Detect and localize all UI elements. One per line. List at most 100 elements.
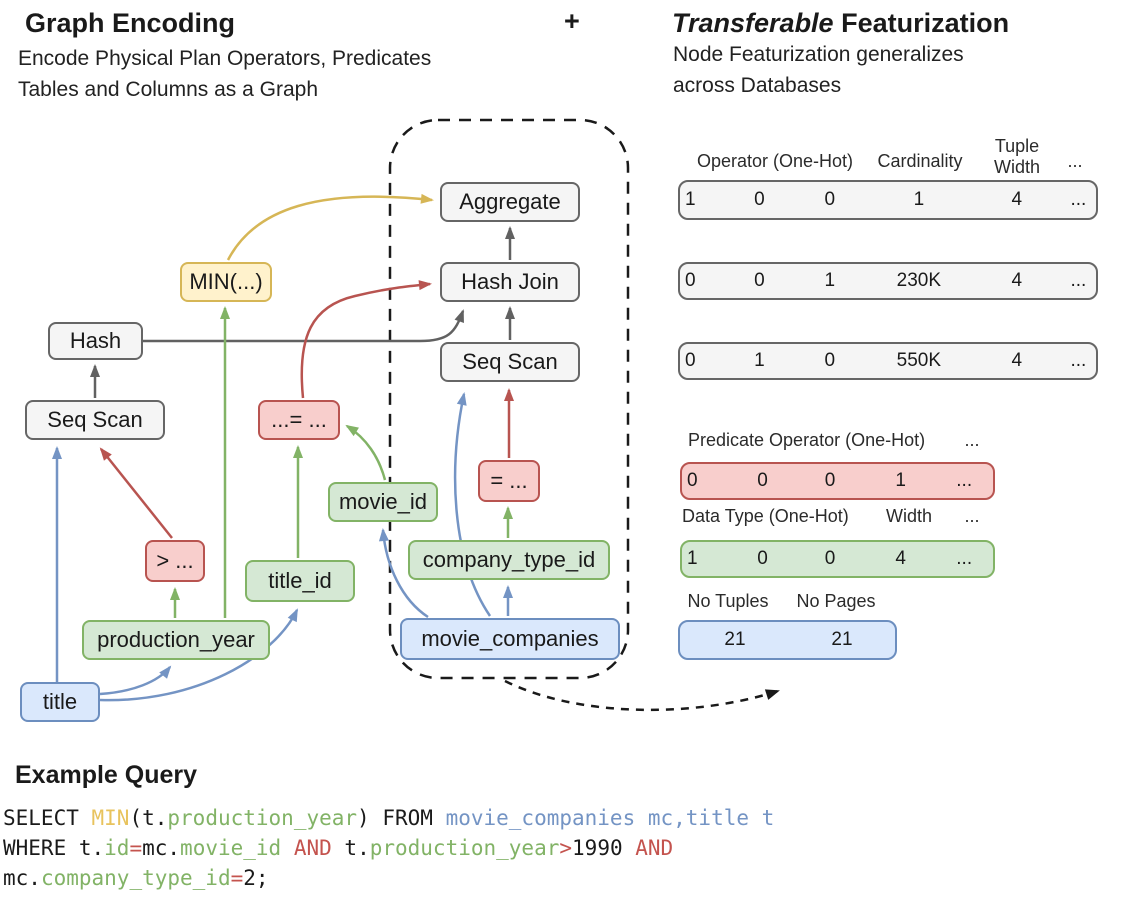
cell: 1	[685, 189, 696, 210]
cell: 230K	[896, 270, 942, 291]
datatype-feature-row: 1 0 0 4 ...	[680, 540, 995, 578]
cardinality-header: Cardinality	[877, 151, 963, 171]
cell: 4	[1011, 270, 1023, 291]
sql-token: mc.	[3, 866, 41, 890]
operator-header: Operator (One-Hot)	[696, 151, 854, 171]
cell: 1	[895, 470, 906, 491]
dashed-arrow-to-features	[504, 679, 780, 712]
node-eq-predicate: = ...	[478, 460, 540, 502]
operator-feature-row-aggregate: 1 0 0 1 4 ...	[678, 180, 1098, 220]
left-title: Graph Encoding	[25, 8, 236, 38]
operator-feature-row-hashjoin: 0 0 1 230K 4 ...	[678, 262, 1098, 300]
edge-title-prodyear	[99, 665, 172, 696]
sql-token: )	[357, 806, 383, 830]
no-tuples-header: No Tuples	[687, 591, 769, 611]
cell: ...	[1070, 270, 1087, 291]
predicate-header: Predicate Operator (One-Hot)	[688, 430, 926, 450]
sql-token: company_type_id	[40, 866, 231, 890]
sql-token: AND	[281, 836, 345, 860]
node-column-title-id: title_id	[245, 560, 355, 602]
sql-token: WHERE t.	[3, 836, 105, 860]
sql-token: 1990	[572, 836, 623, 860]
sql-token: MIN	[91, 806, 130, 830]
datatype-width-header: Width	[885, 506, 932, 526]
datatype-header: Data Type (One-Hot)	[682, 506, 849, 526]
cell: 0	[824, 189, 836, 210]
no-pages-header: No Pages	[796, 591, 876, 611]
sql-line-2: WHERE t.id=mc.movie_id AND t.production_…	[3, 833, 673, 863]
right-subtitle-line2: across Databases	[673, 74, 842, 97]
node-join-predicate: ...= ...	[258, 400, 340, 440]
sql-token: 2;	[243, 866, 269, 890]
cell: 0	[754, 189, 765, 210]
sql-token: movie_companies mc,title t	[445, 806, 775, 830]
sql-token: SELECT	[3, 806, 92, 830]
cell: ...	[1070, 350, 1087, 371]
datatype-header-ellipsis: ...	[964, 506, 980, 526]
sql-token: id	[104, 836, 130, 860]
cell: 550K	[896, 350, 942, 371]
sql-line-1: SELECT MIN(t.production_year) FROM movie…	[3, 803, 774, 833]
node-aggregate: Aggregate	[440, 182, 580, 222]
cell: 21	[724, 629, 746, 650]
tuple-width-header: Tuple Width	[987, 136, 1047, 178]
edge-joinpred-hashjoin	[300, 280, 432, 399]
node-column-movie-id: movie_id	[328, 482, 438, 522]
cell: 0	[685, 350, 696, 371]
node-seq-scan-left: Seq Scan	[25, 400, 165, 440]
cell: 4	[1011, 350, 1023, 371]
left-subtitle-line1: Encode Physical Plan Operators, Predicat…	[18, 47, 432, 70]
cell: 4	[895, 548, 906, 569]
tuple-width-line2: Width	[993, 157, 1040, 177]
edge-min-aggregate	[226, 193, 434, 261]
node-hash: Hash	[48, 322, 143, 360]
cell: 1	[687, 548, 698, 569]
sql-token: >	[559, 836, 573, 860]
edge-movieid-joinpred	[345, 424, 387, 481]
example-query-title: Example Query	[15, 761, 198, 789]
sql-token: AND	[622, 836, 674, 860]
right-title-rest: Featurization	[833, 8, 1010, 38]
edge-gtpred-seqscanleft	[99, 447, 173, 539]
node-column-production-year: production_year	[82, 620, 270, 660]
plus-sign: +	[564, 6, 580, 36]
cell: 1	[824, 270, 836, 291]
node-min-aggregation: MIN(...)	[180, 262, 272, 302]
sql-token: production_year	[369, 836, 560, 860]
right-title-italic: Transferable	[672, 8, 834, 38]
sql-token: =	[230, 866, 244, 890]
sql-token: =	[129, 836, 143, 860]
node-table-movie-companies: movie_companies	[400, 618, 620, 660]
cell: ...	[956, 548, 973, 569]
node-gt-predicate: > ...	[145, 540, 205, 582]
sql-token: (t.	[129, 806, 168, 830]
operator-header-ellipsis: ...	[1067, 151, 1083, 171]
predicate-header-ellipsis: ...	[964, 430, 980, 450]
node-column-company-type-id: company_type_id	[408, 540, 610, 580]
node-hash-join: Hash Join	[440, 262, 580, 302]
edge-hash-hashjoin	[143, 309, 465, 343]
cell: 0	[687, 470, 698, 491]
edge-moviecompanies-seqscan	[453, 392, 492, 617]
sql-token: FROM	[382, 806, 446, 830]
cell: 0	[757, 548, 768, 569]
right-subtitle-line1: Node Featurization generalizes	[673, 43, 964, 66]
sql-line-3: mc.company_type_id=2;	[3, 863, 269, 893]
sql-token: t.	[344, 836, 370, 860]
node-seq-scan-right: Seq Scan	[440, 342, 580, 382]
cell: 4	[1011, 189, 1023, 210]
table-stats-row: 21 21	[678, 620, 897, 660]
cell: 1	[913, 189, 925, 210]
cell: ...	[1070, 189, 1087, 210]
sql-token: mc.	[142, 836, 181, 860]
sql-token: movie_id	[180, 836, 282, 860]
right-subtitle: Node Featurization generalizes across Da…	[673, 39, 964, 101]
cell: 1	[754, 350, 765, 371]
predicate-feature-row: 0 0 0 1 ...	[680, 462, 995, 500]
cell: 0	[824, 350, 836, 371]
tuple-width-line1: Tuple	[994, 136, 1040, 156]
left-subtitle: Encode Physical Plan Operators, Predicat…	[18, 43, 431, 105]
sql-token: production_year	[167, 806, 358, 830]
right-title: Transferable Featurization	[672, 8, 1009, 39]
